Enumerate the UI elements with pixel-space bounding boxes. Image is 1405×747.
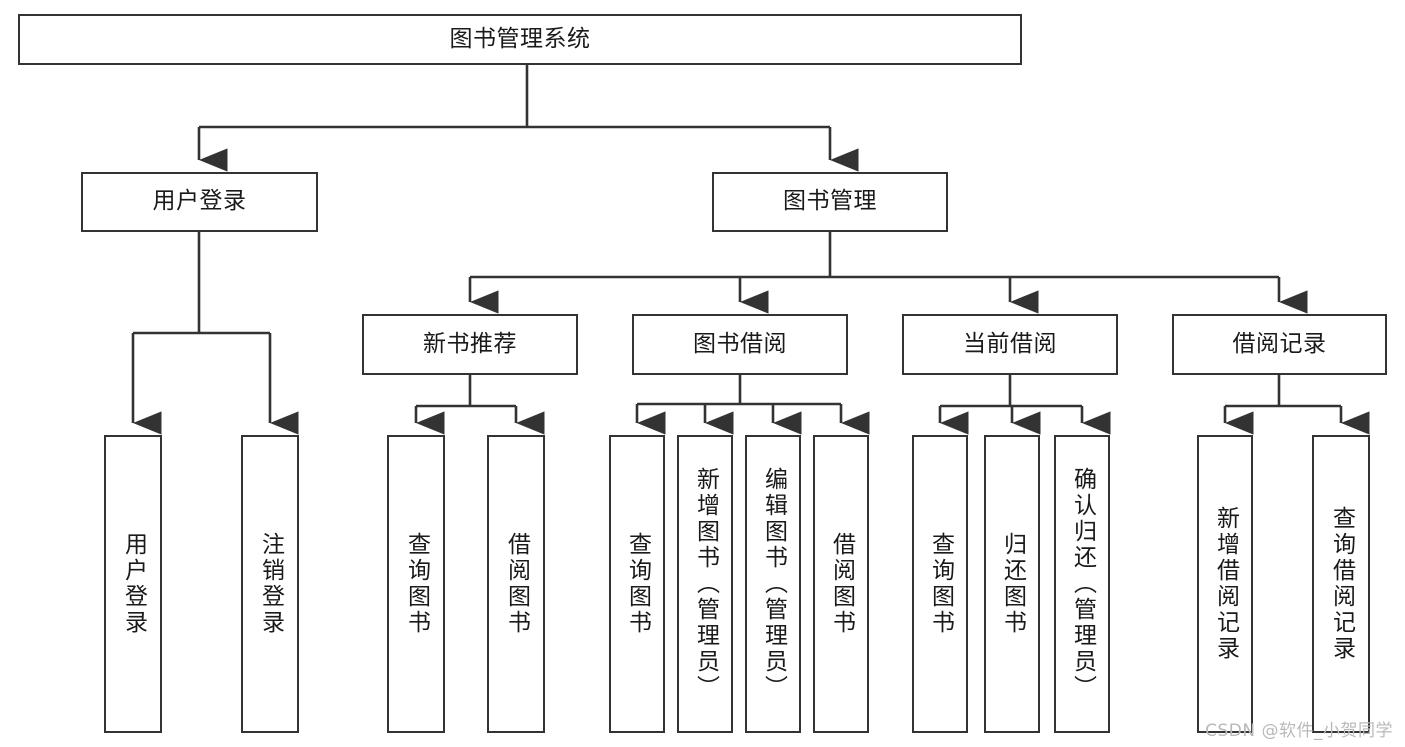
node-leaf-borrow-book-2[interactable]: 借阅图书 — [813, 435, 869, 733]
node-label: 当前借阅 — [963, 330, 1057, 357]
node-label: 用户登录 — [120, 532, 147, 636]
node-leaf-query-book-2[interactable]: 查询图书 — [609, 435, 665, 733]
node-leaf-query-book-1[interactable]: 查询图书 — [387, 435, 445, 733]
node-label: 图书借阅 — [693, 330, 787, 357]
node-label: 借阅图书 — [503, 532, 530, 636]
node-label: 编辑图书（管理员） — [760, 467, 787, 701]
node-label: 查询图书 — [403, 532, 430, 636]
node-label: 查询图书 — [927, 532, 954, 636]
node-borrow-record[interactable]: 借阅记录 — [1172, 314, 1387, 375]
node-new-book-recommend[interactable]: 新书推荐 — [362, 314, 578, 375]
node-leaf-logout[interactable]: 注销登录 — [241, 435, 299, 733]
node-label: 图书管理 — [783, 188, 877, 215]
node-current-borrow[interactable]: 当前借阅 — [902, 314, 1118, 375]
node-label: 新增借阅记录 — [1212, 506, 1239, 662]
node-label: 查询图书 — [624, 532, 651, 636]
node-leaf-add-book[interactable]: 新增图书（管理员） — [677, 435, 733, 733]
node-label: 用户登录 — [152, 188, 247, 215]
node-leaf-borrow-book-1[interactable]: 借阅图书 — [487, 435, 545, 733]
node-leaf-add-borrow-record[interactable]: 新增借阅记录 — [1197, 435, 1253, 733]
node-leaf-edit-book[interactable]: 编辑图书（管理员） — [745, 435, 801, 733]
node-label: 查询借阅记录 — [1328, 506, 1355, 662]
node-leaf-query-book-3[interactable]: 查询图书 — [912, 435, 968, 733]
node-book-management[interactable]: 图书管理 — [712, 172, 948, 232]
node-label: 借阅记录 — [1232, 330, 1327, 357]
node-label: 注销登录 — [257, 532, 284, 636]
node-label: 借阅图书 — [828, 532, 855, 636]
node-root-system[interactable]: 图书管理系统 — [18, 14, 1022, 65]
node-book-borrow[interactable]: 图书借阅 — [632, 314, 848, 375]
node-label: 新增图书（管理员） — [692, 467, 719, 701]
node-label: 新书推荐 — [423, 330, 517, 357]
node-label: 确认归还（管理员） — [1069, 467, 1096, 701]
node-leaf-query-borrow-record[interactable]: 查询借阅记录 — [1312, 435, 1370, 733]
node-label: 归还图书 — [999, 532, 1026, 636]
node-leaf-return-book[interactable]: 归还图书 — [984, 435, 1040, 733]
node-label: 图书管理系统 — [449, 25, 591, 52]
node-leaf-confirm-return[interactable]: 确认归还（管理员） — [1054, 435, 1110, 733]
node-user-login[interactable]: 用户登录 — [81, 172, 318, 232]
node-leaf-user-login[interactable]: 用户登录 — [104, 435, 162, 733]
